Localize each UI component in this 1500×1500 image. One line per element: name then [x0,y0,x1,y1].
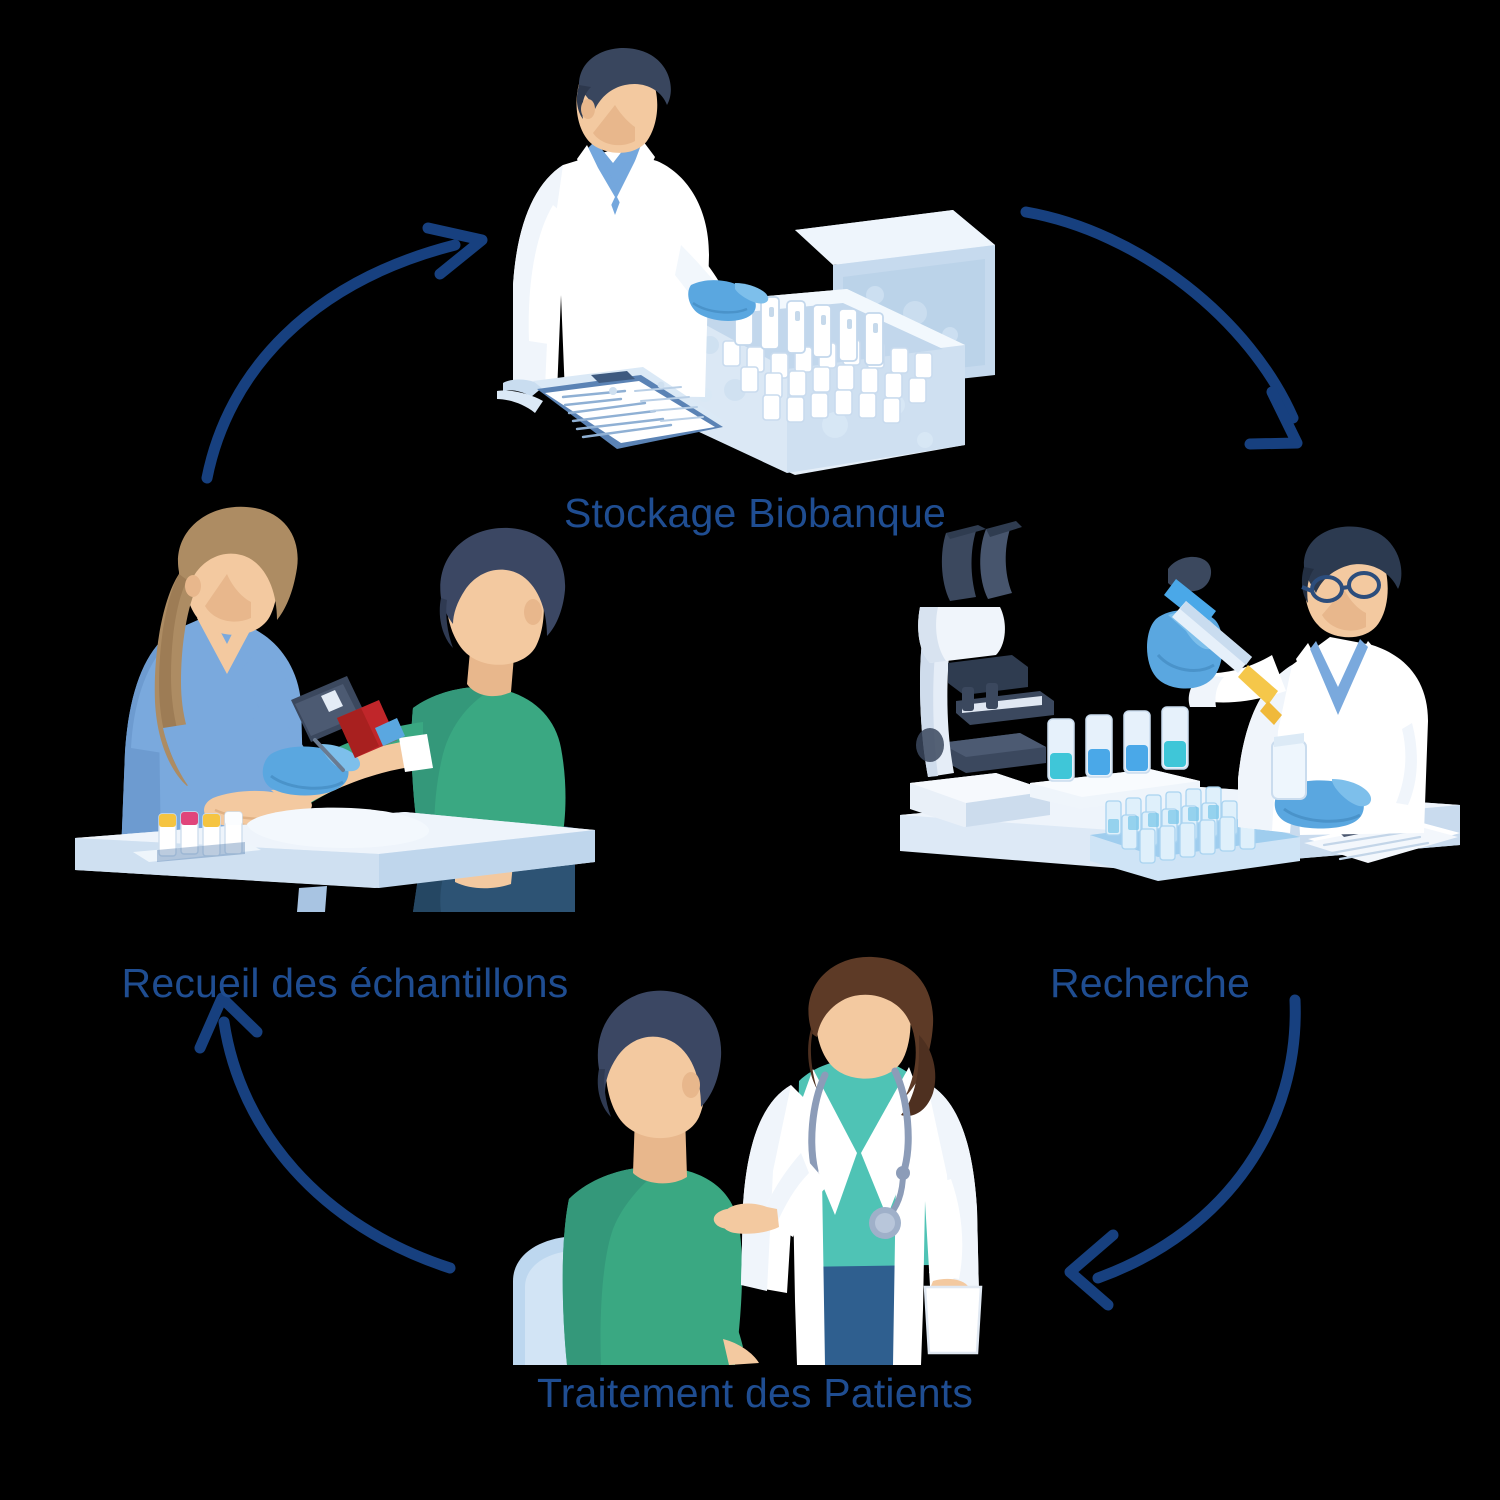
blood-tube-rack [157,811,245,862]
arrow-treatment-to-collection [194,992,456,1274]
pipette [1164,556,1282,725]
node-label-treatment: Traitement des Patients [536,1370,974,1416]
doctor-figure [713,956,983,1365]
test-tube-rack-small [1030,706,1200,809]
node-label-research: Recherche [1049,960,1251,1006]
glasses-icon [1301,571,1381,603]
arrow-storage-to-research [1020,206,1303,450]
patient-treatment-illustration [513,956,983,1365]
node-research [900,515,1460,915]
node-collection [75,506,595,912]
arrow-collection-to-storage [201,222,488,484]
clipboard [497,367,727,449]
raised-vial-row [734,292,884,366]
patient-figure [562,990,759,1365]
biobank-storage-illustration [497,47,995,475]
blood-draw-device [291,676,405,772]
node-storage [495,45,1015,485]
research-lab-illustration [900,521,1460,881]
scientist-figure [513,47,769,397]
microscope [910,521,1054,827]
sample-collection-illustration [75,506,595,912]
arrow-research-to-treatment [1064,994,1301,1311]
nurse-figure [121,506,405,854]
node-label-storage: Stockage Biobanque [563,490,946,536]
stethoscope-icon [808,1067,912,1175]
node-label-collection: Recueil des échantillons [121,960,569,1006]
node-treatment [495,956,1015,1365]
exam-table [75,807,595,912]
researcher-figure [1147,526,1428,835]
